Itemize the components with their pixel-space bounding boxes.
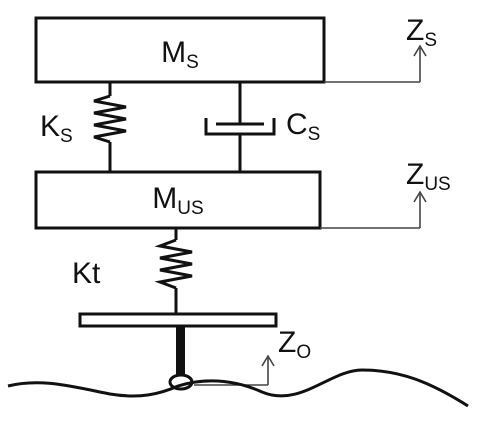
sprung-displacement-label: ZS xyxy=(406,14,437,51)
unsprung-mass-block xyxy=(34,170,322,230)
suspension-damper-label: CS xyxy=(286,108,320,145)
unsprung-mass-label: MUS xyxy=(152,182,203,219)
road-displacement-label: ZO xyxy=(278,326,311,363)
sprung-mass-label: MS xyxy=(161,36,199,73)
sprung-arrowhead-icon xyxy=(413,44,427,57)
tire-spring xyxy=(154,238,193,290)
wheel-post xyxy=(176,326,185,376)
unsprung-displacement-label: ZUS xyxy=(406,158,451,195)
road-surface xyxy=(7,368,469,408)
suspension-spring-label: KS xyxy=(40,110,73,147)
sprung-mass-block xyxy=(34,16,326,84)
tire-spring-label: Kt xyxy=(72,257,101,290)
suspension-spring xyxy=(93,94,127,144)
unsprung-arrowhead-icon xyxy=(413,190,427,203)
road-arrowhead-icon xyxy=(261,354,275,367)
tire-plate xyxy=(78,312,278,328)
